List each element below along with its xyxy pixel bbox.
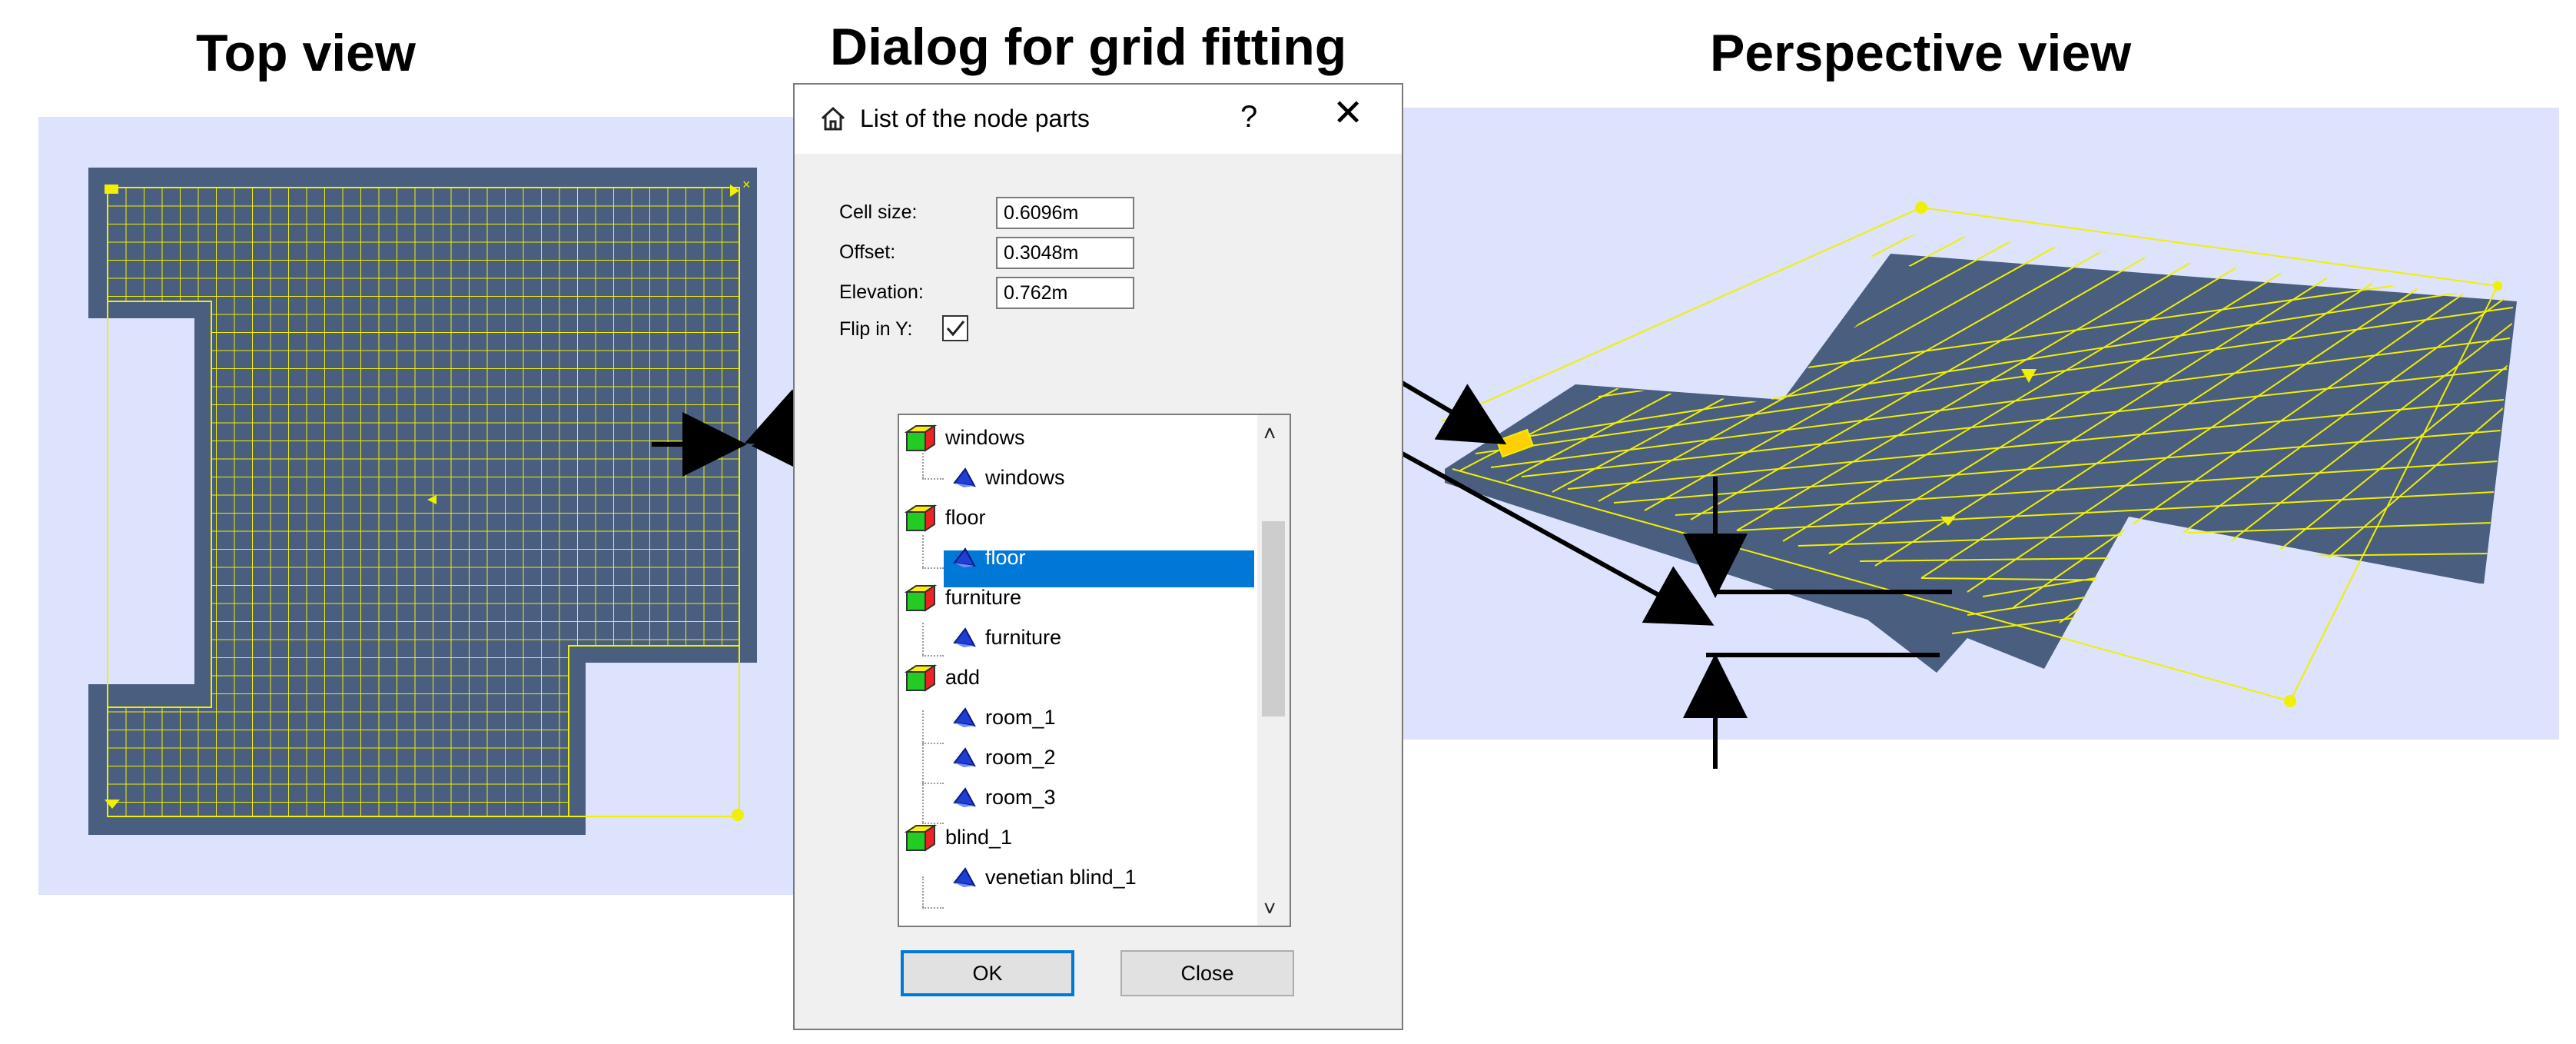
tree-item-label: blind_1 [945, 826, 1013, 849]
tree-item-label: room_2 [985, 746, 1056, 769]
elevation-label: Elevation: [839, 281, 924, 303]
flip-y-label: Flip in Y: [839, 318, 913, 340]
tree-scrollbar[interactable]: ˄ ˅ [1257, 415, 1290, 926]
tree-item-label: room_3 [985, 786, 1056, 809]
home-icon [821, 106, 845, 131]
tree-child-item[interactable]: floor [899, 538, 1253, 578]
tree-item-label: windows [985, 466, 1065, 489]
tree-child-item[interactable]: venetian blind_1 [899, 858, 1253, 898]
cube-icon [904, 584, 938, 612]
tree-child-item[interactable]: room_1 [899, 698, 1253, 738]
tree-child-item[interactable]: furniture [899, 618, 1253, 658]
tree-child-item[interactable]: room_3 [899, 778, 1253, 818]
mesh-icon [953, 707, 976, 727]
tree-item-label: room_1 [985, 706, 1056, 729]
tree-item-label: add [945, 666, 981, 689]
dialog-title: List of the node parts [860, 105, 1090, 132]
tree-item-label: furniture [945, 586, 1022, 609]
cube-icon [904, 424, 938, 452]
tree-child-item[interactable]: windows [899, 458, 1253, 498]
mesh-icon [953, 867, 976, 887]
node-parts-tree[interactable]: windows windows floor floor furniture furnitu… [898, 414, 1291, 927]
flip-y-checkbox[interactable] [942, 315, 968, 341]
cell-size-label: Cell size: [839, 201, 918, 223]
perspective-view-caption: Perspective view [1710, 24, 2132, 82]
mesh-icon [953, 467, 976, 487]
offset-field[interactable]: 0.3048m [996, 237, 1134, 269]
tree-item-label: venetian blind_1 [985, 866, 1137, 889]
grid-fitting-dialog: List of the node parts ? ✕ Cell size: 0.… [793, 83, 1403, 1030]
cube-icon [904, 664, 938, 692]
ok-button[interactable]: OK [901, 950, 1074, 996]
dialog-titlebar: List of the node parts ? ✕ [795, 85, 1402, 154]
cell-size-field[interactable]: 0.6096m [996, 197, 1134, 229]
tree-group-item[interactable]: floor [899, 498, 1253, 538]
scroll-up-icon[interactable]: ˄ [1263, 421, 1276, 445]
elevation-field[interactable]: 0.762m [996, 277, 1134, 309]
top-view-floor: × [88, 168, 757, 835]
tree-group-item[interactable]: blind_1 [899, 818, 1253, 858]
tree-group-item[interactable]: add [899, 658, 1253, 698]
close-button[interactable]: Close [1120, 950, 1294, 996]
scroll-thumb[interactable] [1262, 521, 1285, 717]
tree-group-item[interactable]: furniture [899, 578, 1253, 618]
tree-item-label: furniture [985, 626, 1062, 649]
tree-item-label: floor [945, 506, 986, 529]
tree-item-label: floor [985, 546, 1026, 569]
offset-label: Offset: [839, 241, 896, 263]
selected-row-highlight [944, 550, 1254, 587]
scroll-down-icon[interactable]: ˅ [1263, 896, 1276, 920]
perspective-view-floor [1441, 201, 2517, 707]
dialog-close-button[interactable]: ✕ [1333, 93, 1364, 134]
cube-icon [904, 824, 938, 852]
tree-item-label: windows [945, 426, 1025, 449]
mesh-icon [953, 547, 976, 567]
tree-child-item[interactable]: room_2 [899, 738, 1253, 778]
checkmark-icon [946, 321, 965, 337]
top-view-caption: Top view [196, 24, 416, 82]
svg-text:×: × [742, 177, 751, 192]
cube-icon [904, 504, 938, 532]
help-button[interactable]: ? [1240, 100, 1258, 134]
mesh-icon [953, 747, 976, 767]
tree-group-item[interactable]: windows [899, 418, 1253, 458]
dialog-caption: Dialog for grid fitting [830, 18, 1347, 76]
mesh-icon [953, 627, 976, 647]
mesh-icon [953, 787, 976, 807]
